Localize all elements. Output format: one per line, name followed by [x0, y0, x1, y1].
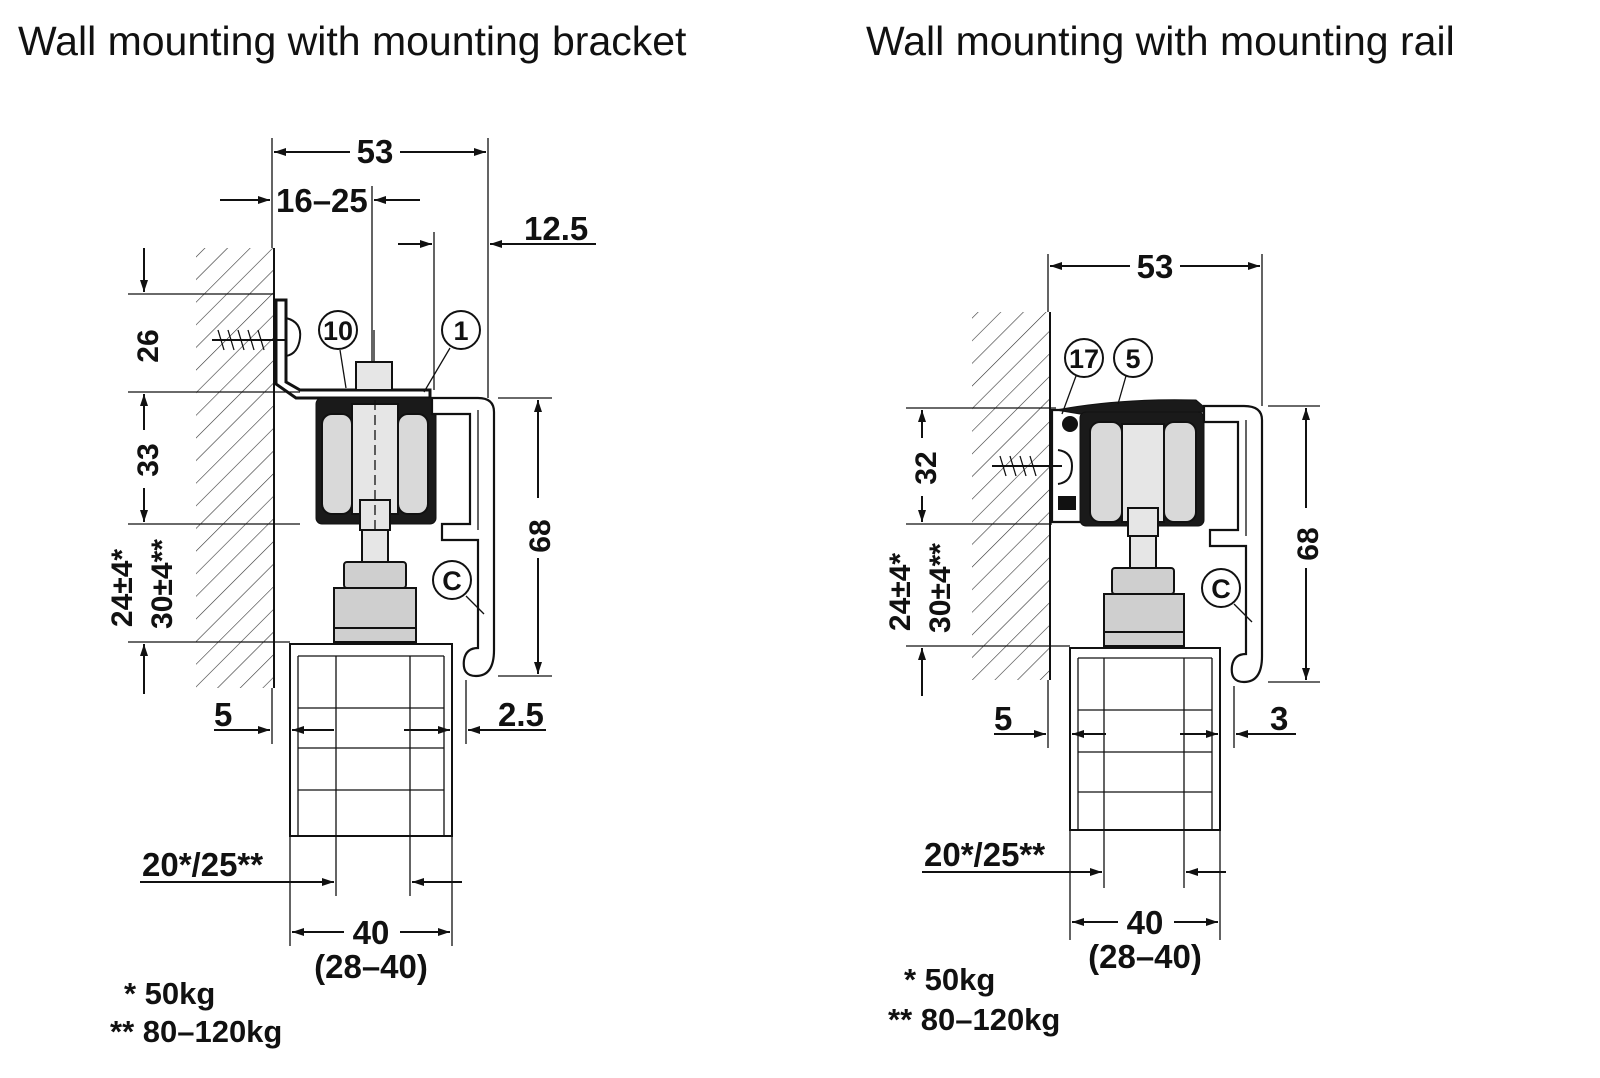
- right-wall-screw: [992, 455, 1062, 477]
- right-runner-carriage: [1079, 411, 1205, 537]
- right-callout-rail-fixing: 17: [1069, 344, 1099, 374]
- title-wall-mounting-rail: Wall mounting with mounting rail: [866, 18, 1455, 64]
- right-callout-profile: C: [1211, 574, 1231, 604]
- left-dim-side-gap: 2.5: [498, 696, 544, 733]
- right-dim-height-runner: 32: [910, 451, 943, 484]
- right-drawing: 53 32 24±4* 30±4** 68 5 3 20*/25** 40 (2…: [884, 248, 1325, 1037]
- right-hex-nut: [1111, 567, 1175, 595]
- left-legend-line-2: ** 80–120kg: [110, 1014, 282, 1049]
- left-dim-door-gap-1: 24±4*: [106, 549, 139, 628]
- left-legend-line-1: * 50kg: [124, 976, 215, 1011]
- left-callout-bracket: 10: [323, 316, 353, 346]
- right-door-panel: [1069, 647, 1221, 831]
- left-dim-door-thickness: 20*/25**: [142, 846, 263, 883]
- left-profile-c: [430, 396, 496, 678]
- right-dim-side-gap: 3: [1270, 700, 1288, 737]
- left-dim-height-runner: 33: [132, 443, 165, 476]
- left-dim-clamp-width: 40: [353, 914, 390, 951]
- right-dim-door-gap-2: 30±4**: [924, 543, 957, 633]
- right-dim-door-gap-1: 24±4*: [884, 553, 917, 632]
- left-hex-nut: [343, 561, 407, 589]
- right-dim-door-thickness: 20*/25**: [924, 836, 1045, 873]
- right-dim-clamp-width: 40: [1127, 904, 1164, 941]
- right-callout-runner: 5: [1125, 344, 1140, 374]
- right-legend-line-1: * 50kg: [904, 962, 995, 997]
- title-wall-mounting-bracket: Wall mounting with mounting bracket: [18, 18, 687, 64]
- left-mounting-bracket: [274, 298, 432, 400]
- left-dim-height-bracket: 26: [132, 329, 165, 362]
- right-dim-profile-height: 68: [1292, 527, 1325, 560]
- left-callout-profile: C: [442, 566, 462, 596]
- right-dim-top-width: 53: [1137, 248, 1174, 285]
- right-top-cover: [1055, 399, 1212, 415]
- left-wall-screw: [212, 329, 286, 351]
- left-runner-carriage: [315, 397, 437, 531]
- right-legend-line-2: ** 80–120kg: [888, 1002, 1060, 1037]
- right-dim-wall-gap: 5: [994, 700, 1012, 737]
- left-suspension-bolt: [361, 529, 389, 563]
- left-bolt-nut: [355, 361, 393, 391]
- right-suspension-bolt: [1129, 535, 1157, 569]
- left-clamp-body: [333, 587, 417, 643]
- right-profile-c: [1202, 404, 1264, 684]
- right-dim-clamp-range: (28–40): [1088, 938, 1202, 975]
- left-door-panel: [289, 643, 453, 837]
- left-dim-offset-right: 12.5: [524, 210, 588, 247]
- left-dim-adjust-range: 16–25: [276, 182, 368, 219]
- left-dim-door-gap-2: 30±4**: [146, 539, 179, 629]
- left-wall-hatch: [196, 248, 274, 688]
- left-callout-runner: 1: [453, 316, 468, 346]
- left-dim-clamp-range: (28–40): [314, 948, 428, 985]
- left-dim-profile-height: 68: [524, 519, 557, 552]
- left-drawing: 53 16–25 12.5 26 33 24±4* 30±4** 68 5 2.…: [106, 132, 596, 1049]
- right-wall-hatch: [972, 312, 1050, 680]
- right-clamp-body: [1103, 593, 1185, 647]
- left-dim-top-width: 53: [357, 133, 394, 170]
- left-dim-wall-gap: 5: [214, 696, 232, 733]
